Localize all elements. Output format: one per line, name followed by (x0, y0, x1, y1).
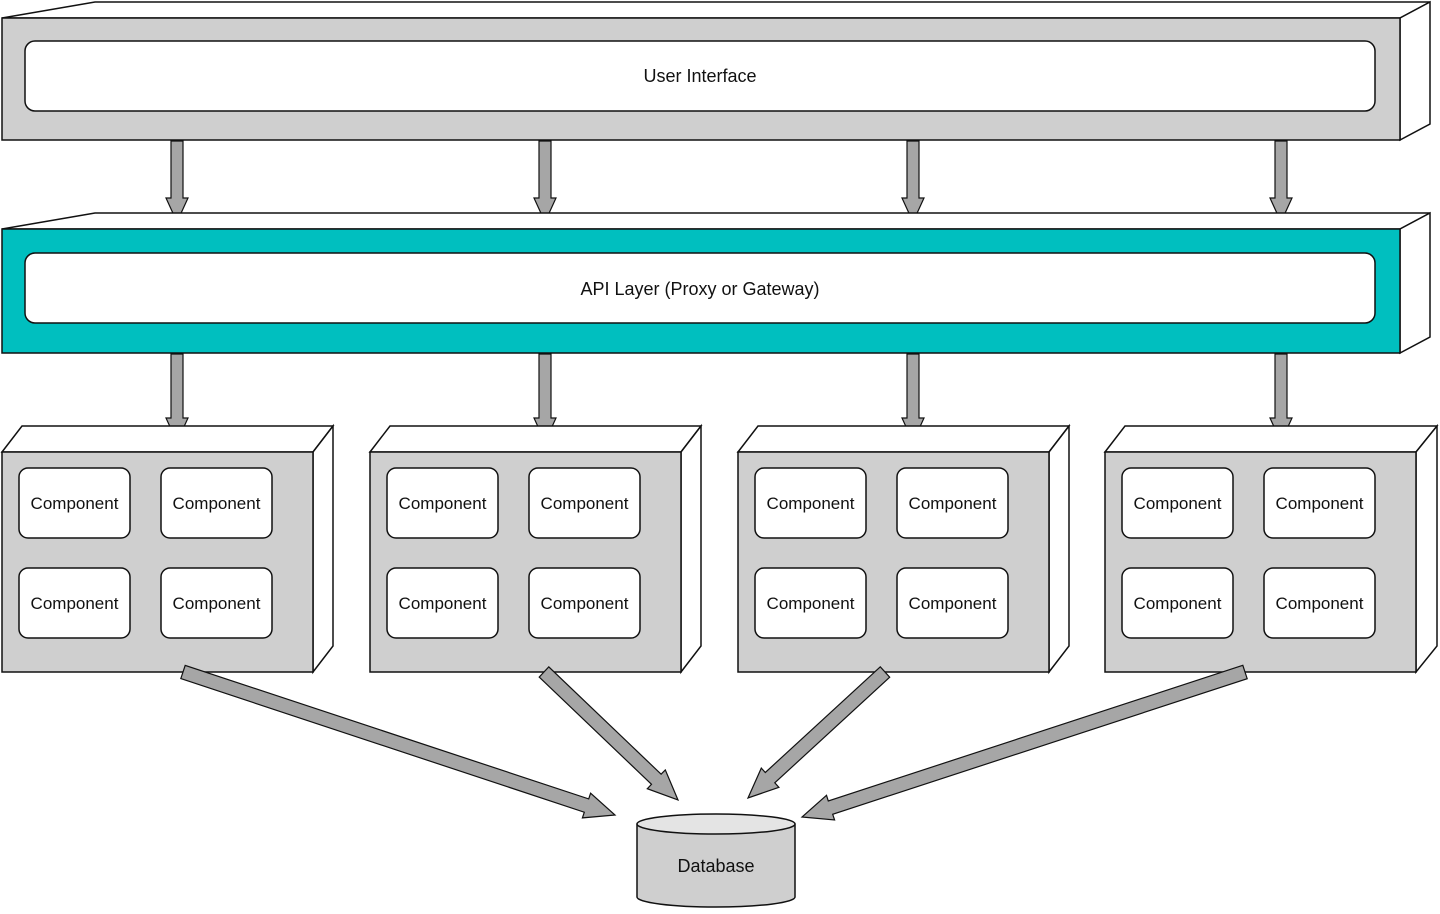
service-block: Component Component Component Component (368, 423, 703, 675)
services-to-database-arrows (180, 664, 1248, 821)
component-label: Component (1276, 594, 1364, 613)
component-box (386, 467, 499, 539)
api-layer-label: API Layer (Proxy or Gateway) (580, 279, 819, 299)
component-box (160, 567, 273, 639)
service-block: Component Component Component Component (736, 423, 1071, 675)
service-side-face (1415, 423, 1438, 675)
ui-layer-top-face (1, 1, 1431, 19)
arrow-down (1269, 140, 1293, 224)
ui-to-api-arrows (165, 140, 1293, 224)
arrow-down (165, 140, 189, 224)
ui-layer-side-face (1399, 0, 1431, 142)
component-box (528, 567, 641, 639)
service-side-face (680, 423, 702, 675)
component-label: Component (541, 494, 629, 513)
component-box (1121, 467, 1234, 539)
component-label: Component (31, 494, 119, 513)
component-label: Component (173, 594, 261, 613)
component-box (896, 567, 1009, 639)
component-label: Component (541, 594, 629, 613)
component-box (1263, 467, 1376, 539)
component-box (896, 467, 1009, 539)
api-layer-box (24, 252, 1376, 324)
ui-layer: User Interface (1, 0, 1431, 142)
service-side-face (312, 423, 334, 675)
component-label: Component (1134, 594, 1222, 613)
component-box (754, 467, 867, 539)
component-label: Component (31, 594, 119, 613)
component-label: Component (767, 494, 855, 513)
arrow-to-database (538, 666, 680, 802)
service-block: Component Component Component Component (1103, 423, 1439, 675)
ui-layer-box (24, 40, 1376, 112)
database: Database (636, 813, 796, 908)
service-top-face (368, 425, 703, 453)
database-cylinder-top (636, 813, 796, 835)
component-box (528, 467, 641, 539)
service-top-face (736, 425, 1071, 453)
service-block: Component Component Component Component (0, 423, 335, 675)
component-box (160, 467, 273, 539)
component-box (18, 567, 131, 639)
component-box (1121, 567, 1234, 639)
ui-layer-label: User Interface (643, 66, 756, 86)
component-label: Component (399, 494, 487, 513)
component-label: Component (399, 594, 487, 613)
service-side-face (1048, 423, 1070, 675)
component-label: Component (909, 494, 997, 513)
arrow-down (901, 140, 925, 224)
api-to-services-arrows (165, 353, 1293, 444)
component-label: Component (1276, 494, 1364, 513)
database-cylinder-body (636, 824, 796, 908)
api-layer: API Layer (Proxy or Gateway) (1, 211, 1431, 355)
api-layer-top-face (1, 212, 1431, 230)
service-top-face (0, 425, 335, 453)
service-top-face (1103, 425, 1439, 453)
component-label: Component (909, 594, 997, 613)
arrow-to-database (746, 665, 891, 800)
arrow-to-database (800, 664, 1248, 821)
component-box (18, 467, 131, 539)
component-label: Component (767, 594, 855, 613)
api-layer-side-face (1399, 211, 1431, 355)
arrow-to-database (180, 664, 617, 819)
component-label: Component (1134, 494, 1222, 513)
component-box (754, 567, 867, 639)
database-label: Database (677, 856, 754, 876)
component-box (386, 567, 499, 639)
component-label: Component (173, 494, 261, 513)
component-box (1263, 567, 1376, 639)
arrow-down (533, 140, 557, 224)
